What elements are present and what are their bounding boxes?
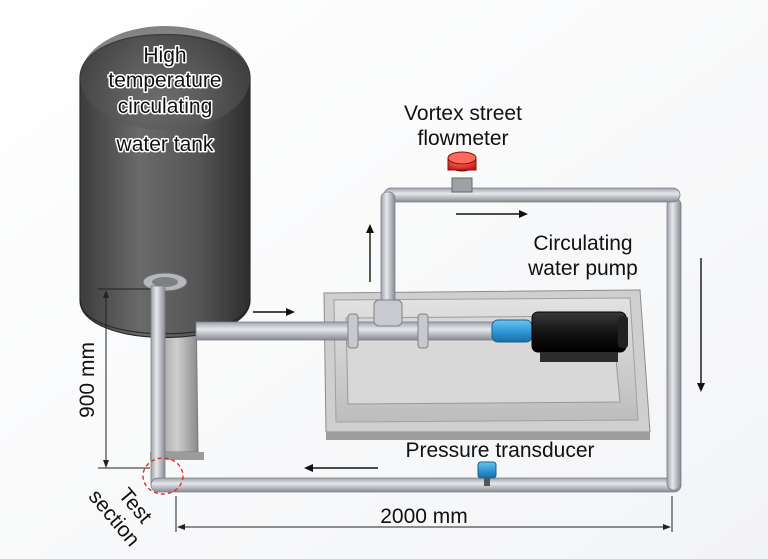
- pump-label-line-2: water pump: [527, 257, 638, 280]
- tank-label-line-1: High: [143, 44, 186, 67]
- tank-label: High temperature circulating water tank: [107, 43, 223, 158]
- length-dimension-label: 2000 mm: [380, 505, 468, 528]
- vortex-flowmeter: [447, 151, 477, 193]
- pressure-transducer: [477, 461, 497, 486]
- tank-label-line-3: circulating: [118, 95, 213, 118]
- flowmeter-label-line-2: flowmeter: [417, 127, 508, 150]
- dimension-2000mm: [175, 496, 673, 532]
- circulating-water-pump: [491, 311, 628, 362]
- flow-arrows: [253, 210, 705, 472]
- pump-label: Circulating water pump: [527, 232, 638, 280]
- height-dimension-label: 900 mm: [76, 342, 99, 418]
- dimension-900mm: [98, 288, 150, 469]
- transducer-label: Pressure transducer: [405, 439, 594, 462]
- flowmeter-label: Vortex street flowmeter: [404, 102, 522, 150]
- tank-label-line-2: temperature: [108, 69, 221, 92]
- water-tank: [79, 26, 251, 338]
- tank-label-line-4: water tank: [116, 133, 214, 156]
- test-section-marker: [142, 457, 184, 495]
- flowmeter-label-line-1: Vortex street: [404, 102, 522, 125]
- pump-label-line-1: Circulating: [533, 232, 632, 255]
